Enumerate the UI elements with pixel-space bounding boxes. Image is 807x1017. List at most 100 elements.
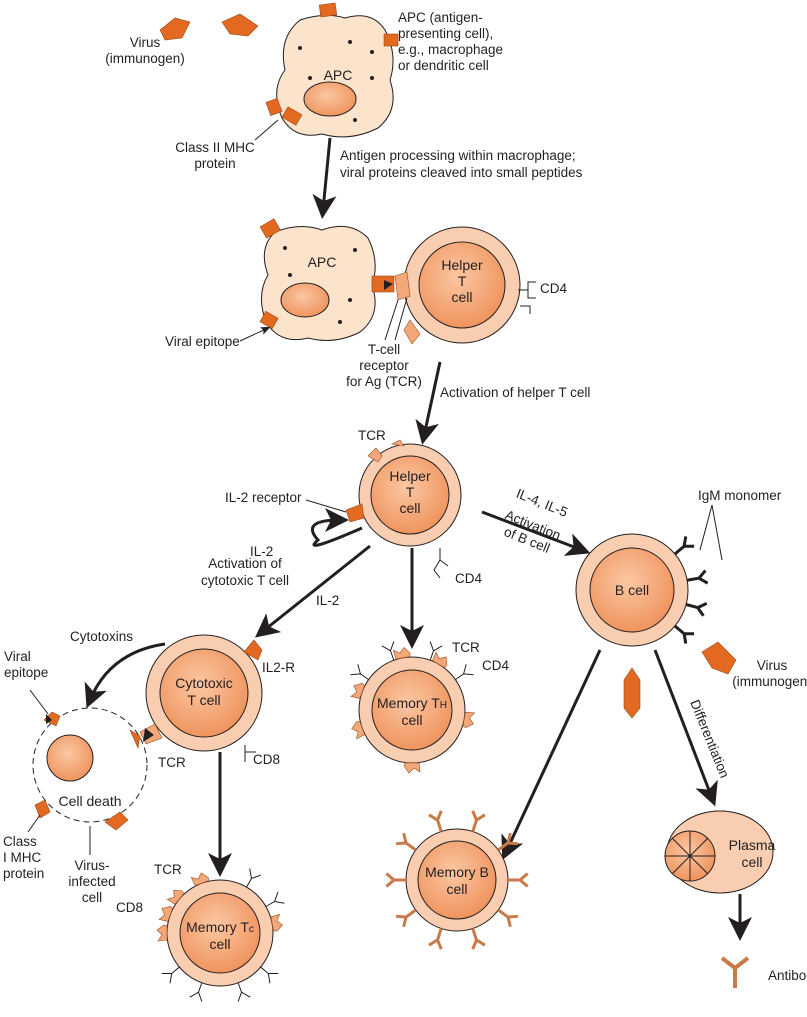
il2-loop-arrow <box>311 508 363 547</box>
igm-monomer-icon <box>673 536 695 556</box>
cd4-receptor-icon <box>518 281 536 314</box>
leader-line <box>699 504 723 561</box>
igm-monomer-icon <box>673 624 695 644</box>
membrane-antibody-icon <box>428 810 443 832</box>
cd8-receptor-icon <box>189 982 203 1002</box>
apc-2-label: APC <box>308 254 337 270</box>
leader-line <box>305 499 347 513</box>
tcr-label: TCR <box>452 640 480 655</box>
tcr-receptor-icon <box>190 872 209 886</box>
tcr-receptor-icon <box>350 682 365 699</box>
leader-line <box>254 119 279 141</box>
antibody-label: Antibody <box>768 968 807 983</box>
leader-line <box>29 689 49 715</box>
cd4-label: CD4 <box>540 281 567 296</box>
activation-arrow <box>415 361 442 445</box>
virus-particle-icon <box>623 667 641 719</box>
cd4-receptor-icon <box>455 664 474 681</box>
apc-cell-1 <box>265 2 399 138</box>
differentiation-arrow <box>653 649 718 807</box>
tcr-receptor-icon <box>462 711 476 728</box>
membrane-antibody-icon <box>395 908 417 928</box>
il2-arrow-label: IL-2 <box>316 593 339 608</box>
cd8-receptor-icon <box>237 982 251 1002</box>
membrane-antibody-icon <box>497 908 519 928</box>
tcr-receptor-icon <box>432 651 448 668</box>
leader-line <box>239 326 271 342</box>
tcr-receptor-icon <box>403 762 421 774</box>
leader-line <box>27 814 41 833</box>
antibody-icon <box>720 956 750 988</box>
membrane-antibody-icon <box>428 928 443 950</box>
differentiation-label: Differentiation <box>687 698 732 781</box>
cd4-receptor-icon <box>429 641 443 661</box>
il2-receptor-label: IL-2 receptor <box>225 490 302 505</box>
igm-monomer-label: IgM monomer <box>698 488 782 503</box>
b-activation-arrow <box>481 510 591 556</box>
cd8-label-2: CD8 <box>116 900 143 915</box>
cytotoxins-label: Cytotoxins <box>70 629 133 644</box>
helper-t-cell-1 <box>394 226 521 345</box>
membrane-antibody-icon <box>471 928 486 950</box>
apc-description: APC (antigen-presenting cell),e.g., macr… <box>398 10 503 73</box>
cd4-label-3: CD4 <box>482 658 509 673</box>
igm-monomer-icon <box>686 569 709 585</box>
leader-line <box>384 297 408 341</box>
apc-label: APC <box>324 67 353 83</box>
il2r-label: IL2-R <box>262 660 295 675</box>
virus-particle-icon <box>159 13 259 41</box>
cd8-receptor-icon <box>161 966 180 984</box>
tcr-label: TCR <box>358 428 386 443</box>
igm-monomer-icon <box>685 601 708 617</box>
b-cell-label: B cell <box>615 582 649 598</box>
cd8-receptor-icon <box>244 745 256 762</box>
b-cell <box>575 533 689 647</box>
membrane-antibody-icon <box>385 872 406 888</box>
memory-b-cell <box>405 828 509 932</box>
virus-infected-cell <box>32 707 148 831</box>
tcr-receptor-icon <box>156 924 168 942</box>
tcr-receptor-icon <box>351 721 365 740</box>
membrane-antibody-icon <box>395 832 417 852</box>
cytotoxic-t-cell <box>139 634 263 752</box>
plasma-cell <box>664 810 774 894</box>
tcr-receptor-icon <box>158 905 173 922</box>
virus-label: Virus(immunogen) <box>105 35 185 66</box>
tcr-receptor-icon <box>392 646 411 660</box>
membrane-antibody-icon <box>497 832 519 852</box>
il2-loop-label: IL-2 <box>250 544 273 559</box>
helper-t-cell-2 <box>345 439 462 547</box>
cd8-label: CD8 <box>253 752 280 767</box>
b-activation-label: IL-4, IL-5 Activation of B cell <box>502 486 570 556</box>
cd8-receptor-icon <box>260 966 279 984</box>
cytotoxic-activation-arrow <box>254 544 371 638</box>
cd4-receptor-icon <box>433 548 449 579</box>
cd4-label-2: CD4 <box>455 571 482 586</box>
cytotoxins-arrow <box>84 642 166 709</box>
cd8-receptor-icon <box>246 868 262 888</box>
cd4-receptor-icon <box>350 664 369 681</box>
cell-death-label: Cell death <box>58 793 121 809</box>
activation-helper-label: Activation of helper T cell <box>440 385 590 400</box>
cd8-receptor-icon <box>265 891 285 907</box>
processing-arrow <box>312 137 337 219</box>
memory-th-cell <box>358 656 466 764</box>
tcr-receptor-icon <box>166 889 185 905</box>
cd4-receptor-icon <box>381 641 395 661</box>
tcr-receptor-icon <box>270 913 284 932</box>
tcr-label: TCR <box>154 862 182 877</box>
apc-cell-2 <box>259 218 395 341</box>
